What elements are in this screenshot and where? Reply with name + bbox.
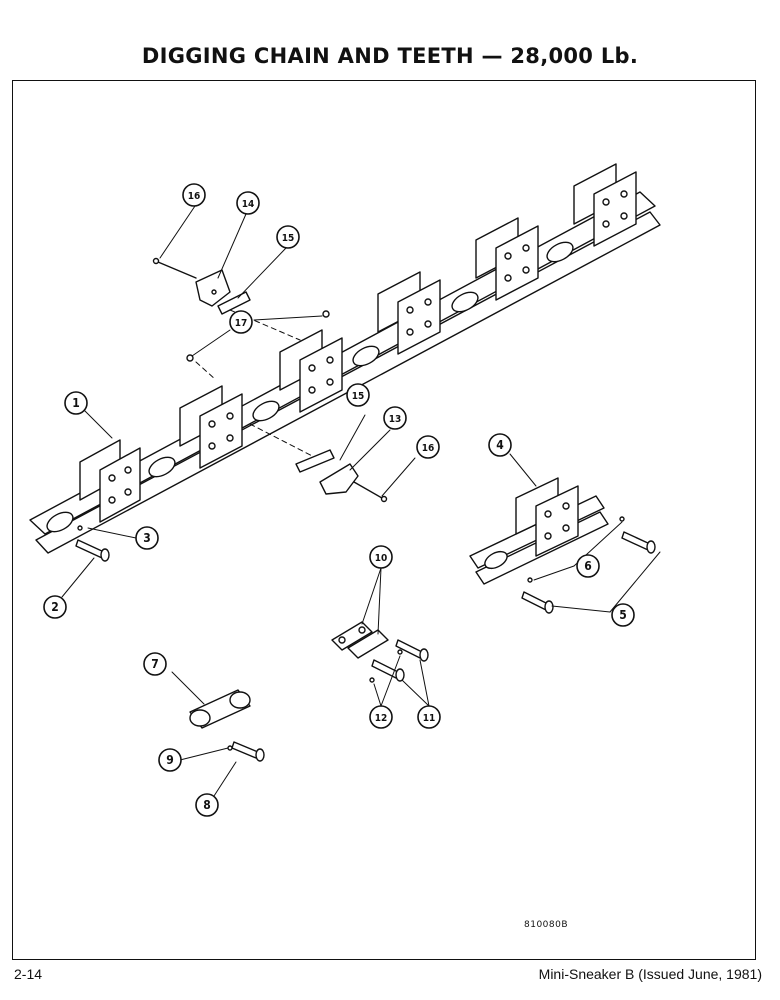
link-plates-10 <box>331 621 389 659</box>
tooth-bracket-14 <box>195 269 231 307</box>
callout-2: 2 <box>51 600 59 614</box>
bolt-16-lower <box>353 481 388 503</box>
cotter-6-a <box>619 516 625 522</box>
tooth-plate-2 <box>179 385 243 469</box>
publication-footer: Mini-Sneaker B (Issued June, 1981) <box>538 966 762 982</box>
callout-12-circle <box>369 705 393 729</box>
cotter-9 <box>227 745 233 751</box>
callout-10: 10 <box>375 553 388 564</box>
nut-17-b <box>186 354 194 362</box>
tooth-plate-6 <box>573 163 637 247</box>
callout-2-circle <box>43 595 67 619</box>
callout-15a-circle <box>276 225 300 249</box>
pin-8 <box>231 741 265 762</box>
callout-5-circle <box>611 603 635 627</box>
diagram-frame <box>12 80 756 960</box>
callout-1-circle <box>64 391 88 415</box>
callout-17-circle <box>229 310 253 334</box>
callouts <box>43 183 635 817</box>
callout-10-circle <box>369 545 393 569</box>
tooth-plates <box>79 163 637 523</box>
callout-15b-circle <box>346 383 370 407</box>
cotter-6-b <box>527 577 533 583</box>
callout-9-circle <box>158 748 182 772</box>
tooth-plate-4 <box>377 271 441 355</box>
cotter-12-b <box>397 649 403 655</box>
callout-16b-circle <box>416 435 440 459</box>
callout-7-circle <box>143 652 167 676</box>
pins-11 <box>371 639 429 682</box>
callout-3: 3 <box>143 531 151 545</box>
callout-16a: 16 <box>188 191 201 202</box>
callout-15b: 15 <box>352 391 365 402</box>
leader-lines <box>61 205 661 797</box>
callout-13: 13 <box>389 414 402 425</box>
cotter-3 <box>77 525 83 531</box>
callout-16b: 16 <box>422 443 435 454</box>
page-title: DIGGING CHAIN AND TEETH — 28,000 Lb. <box>141 44 639 68</box>
callout-12: 12 <box>375 713 388 724</box>
callout-11-circle <box>417 705 441 729</box>
callout-6-circle <box>576 554 600 578</box>
shim-plate-15-upper <box>217 291 251 315</box>
page-number: 2-14 <box>14 966 43 982</box>
tooth-plate-1 <box>79 439 141 523</box>
callout-4: 4 <box>496 438 504 452</box>
tooth-plate-3 <box>279 329 343 413</box>
shim-plate-15-lower <box>295 449 335 473</box>
callout-5: 5 <box>619 608 627 622</box>
cotter-12-a <box>369 677 375 683</box>
callout-13-circle <box>383 406 407 430</box>
callout-8: 8 <box>203 798 211 812</box>
drawing-number: 810080B <box>524 920 569 930</box>
pin-5 <box>521 531 656 614</box>
callout-16a-circle <box>182 183 206 207</box>
callout-1: 1 <box>72 396 80 410</box>
tooth-link-assembly-4 <box>469 477 609 585</box>
callout-6: 6 <box>584 559 592 573</box>
callout-11: 11 <box>423 713 436 724</box>
connecting-link-7 <box>189 689 251 729</box>
bolt-16-upper <box>152 257 197 279</box>
callout-3-circle <box>135 526 159 550</box>
callout-9: 9 <box>166 753 174 767</box>
tooth-plate-5 <box>475 217 539 301</box>
callout-4-circle <box>488 433 512 457</box>
callout-8-circle <box>195 793 219 817</box>
callout-17: 17 <box>235 318 248 329</box>
tooth-bracket-13 <box>319 463 359 495</box>
callout-7: 7 <box>151 657 159 671</box>
callout-14: 14 <box>242 199 255 210</box>
pin-2 <box>75 539 110 562</box>
callout-14-circle <box>236 191 260 215</box>
nut-17-a <box>322 310 330 318</box>
callout-15a: 15 <box>282 233 295 244</box>
